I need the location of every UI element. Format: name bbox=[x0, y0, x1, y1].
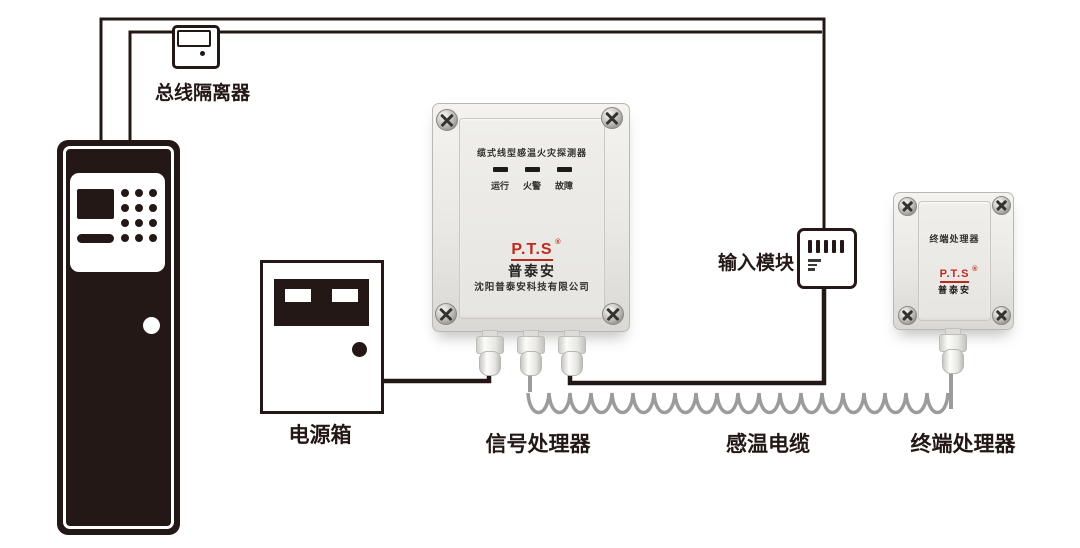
sensing-cable-coil bbox=[526, 392, 950, 415]
sensing-cable-label: 感温电缆 bbox=[726, 433, 810, 456]
terminal-processor-faceplate: 终端处理器 P.T.S® 普泰安 bbox=[918, 201, 991, 321]
cable-gland bbox=[557, 330, 586, 376]
led-bar-icon bbox=[524, 167, 540, 172]
screw-icon bbox=[898, 306, 917, 325]
vent-slot bbox=[332, 289, 358, 302]
screw-icon bbox=[435, 303, 457, 325]
panel-outline bbox=[63, 146, 174, 529]
led-bar-icon bbox=[492, 167, 508, 172]
screw-icon bbox=[898, 197, 917, 216]
led-bar-icon bbox=[556, 167, 572, 172]
led-fault: 故障 bbox=[548, 167, 580, 192]
screw-icon bbox=[992, 306, 1011, 325]
vent-slot bbox=[285, 289, 311, 302]
signal-processor-device: 缆式线型感温火灾探测器 运行 火警 故障 P.T.S® 普泰安 沈阳普 bbox=[432, 103, 630, 332]
power-wire bbox=[378, 362, 492, 384]
module-fine-print bbox=[808, 259, 821, 273]
fire-alarm-control-panel bbox=[57, 140, 180, 535]
terminal-processor-label: 终端处理器 bbox=[910, 433, 1016, 456]
led-run: 运行 bbox=[484, 167, 516, 192]
isolator-led-dot bbox=[200, 51, 205, 56]
cable-gland bbox=[475, 330, 504, 376]
pts-logo: P.T.S® bbox=[919, 266, 990, 283]
input-module-device bbox=[797, 228, 857, 289]
screw-icon bbox=[436, 109, 458, 131]
panel-screen bbox=[77, 189, 114, 219]
company-name: 沈阳普泰安科技有限公司 bbox=[474, 282, 590, 293]
led-fire: 火警 bbox=[516, 167, 548, 192]
panel-door-knob bbox=[143, 317, 160, 334]
signal-processor-label: 信号处理器 bbox=[485, 433, 591, 456]
panel-keypad bbox=[121, 189, 157, 242]
terminal-processor-device: 终端处理器 P.T.S® 普泰安 bbox=[893, 192, 1014, 330]
screw-icon bbox=[601, 107, 623, 129]
input-module-label: 输入模块 bbox=[718, 253, 795, 274]
module-slots bbox=[808, 240, 844, 253]
screw-icon bbox=[992, 196, 1011, 215]
power-box-label: 电源箱 bbox=[288, 424, 352, 447]
bus-isolator-label: 总线隔离器 bbox=[155, 83, 251, 104]
detector-title: 缆式线型感温火灾探测器 bbox=[476, 148, 587, 158]
cable-gland bbox=[938, 328, 967, 374]
power-box-vents bbox=[274, 279, 369, 326]
bus-loop-inner-wire bbox=[128, 30, 822, 142]
bus-loop-outer-wire bbox=[99, 17, 826, 230]
terminal-title: 终端处理器 bbox=[929, 234, 980, 244]
brand-cn: 普泰安 bbox=[508, 263, 556, 279]
screw-icon bbox=[602, 303, 624, 325]
bus-isolator-device bbox=[172, 25, 220, 69]
signal-processor-faceplate: 缆式线型感温火灾探测器 运行 火警 故障 P.T.S® 普泰安 沈阳普 bbox=[459, 118, 605, 319]
pts-logo: P.T.S® bbox=[460, 239, 604, 261]
panel-display-area bbox=[70, 173, 165, 272]
power-box-device bbox=[260, 260, 384, 414]
cable-gland bbox=[516, 330, 545, 376]
panel-indicator-bar bbox=[77, 234, 114, 243]
power-box-knob bbox=[352, 342, 367, 357]
isolator-window bbox=[177, 30, 211, 47]
led-indicator-group: 运行 火警 故障 bbox=[460, 167, 604, 192]
brand-cn: 普泰安 bbox=[937, 285, 971, 295]
